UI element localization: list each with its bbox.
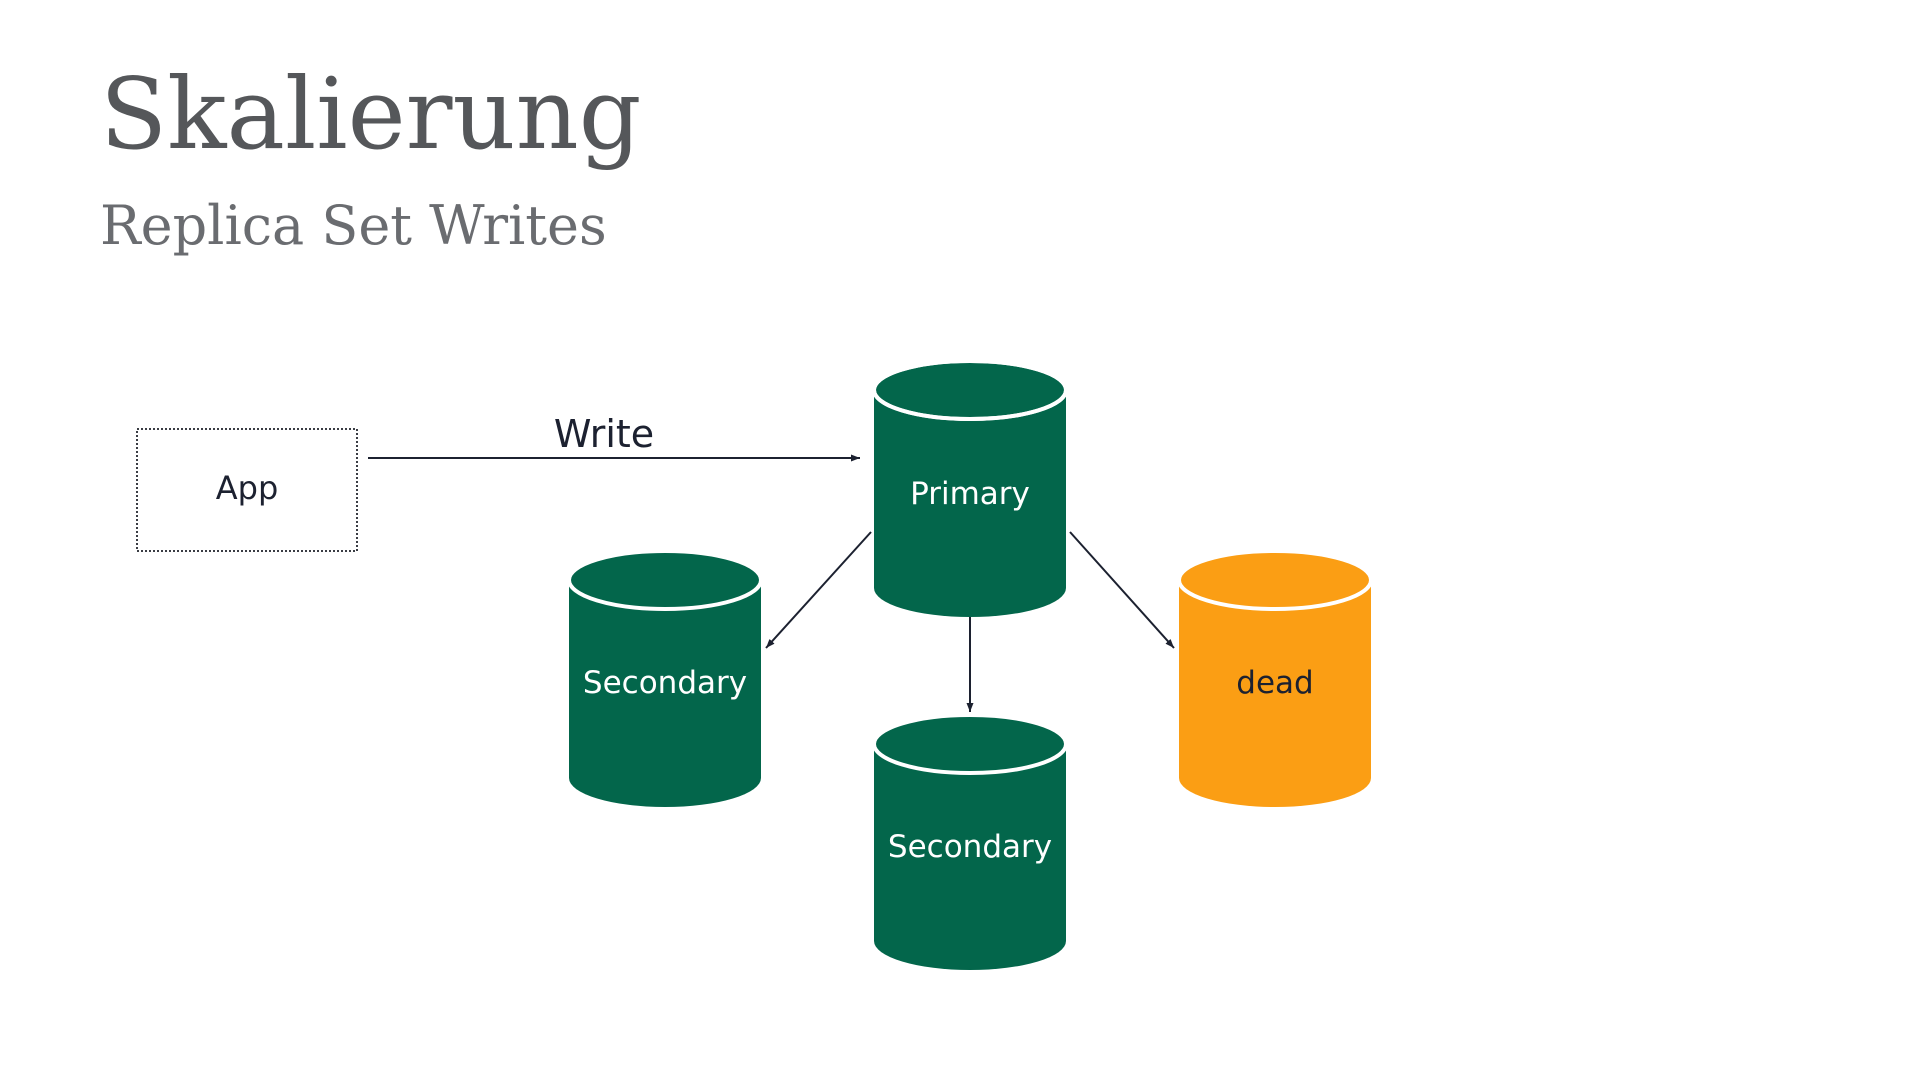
app-node: App [136, 428, 358, 552]
dead-database-icon: dead [1177, 549, 1373, 807]
replication-arrow-right [1069, 531, 1175, 649]
primary-database-icon: Primary [872, 359, 1068, 617]
secondary-left-database-icon: Secondary [567, 549, 763, 807]
page-title: Skalierung [100, 58, 642, 172]
replication-arrow-left [765, 531, 872, 649]
secondary-left-label: Secondary [583, 665, 747, 701]
app-label: App [216, 469, 279, 507]
page-subtitle: Replica Set Writes [100, 194, 607, 257]
write-label: Write [554, 412, 654, 456]
secondary-bottom-label: Secondary [888, 829, 1052, 865]
dead-label: dead [1236, 665, 1313, 701]
secondary-bottom-database-icon: Secondary [872, 713, 1068, 970]
primary-label: Primary [910, 476, 1030, 512]
